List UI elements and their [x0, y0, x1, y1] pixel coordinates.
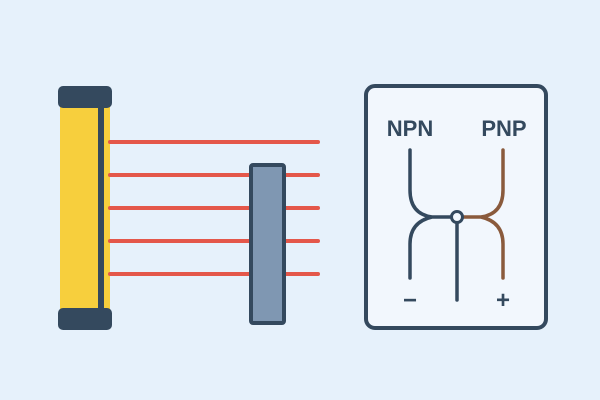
minus-symbol: − — [403, 287, 417, 314]
emitter-side-stripe — [98, 104, 104, 310]
emitter-top-cap — [58, 86, 112, 108]
npn-wire — [408, 148, 458, 280]
pnp-wire — [456, 148, 505, 280]
blocking-object — [249, 163, 286, 325]
emitter-bottom-cap — [58, 308, 112, 330]
npn-label: NPN — [387, 116, 433, 141]
pnp-label: PNP — [481, 116, 526, 141]
junction-node — [450, 210, 464, 224]
emitter-bar — [58, 86, 112, 330]
wiring-panel: NPN PNP − + — [364, 84, 548, 330]
plus-symbol: + — [496, 287, 510, 314]
light-beams — [108, 140, 320, 276]
